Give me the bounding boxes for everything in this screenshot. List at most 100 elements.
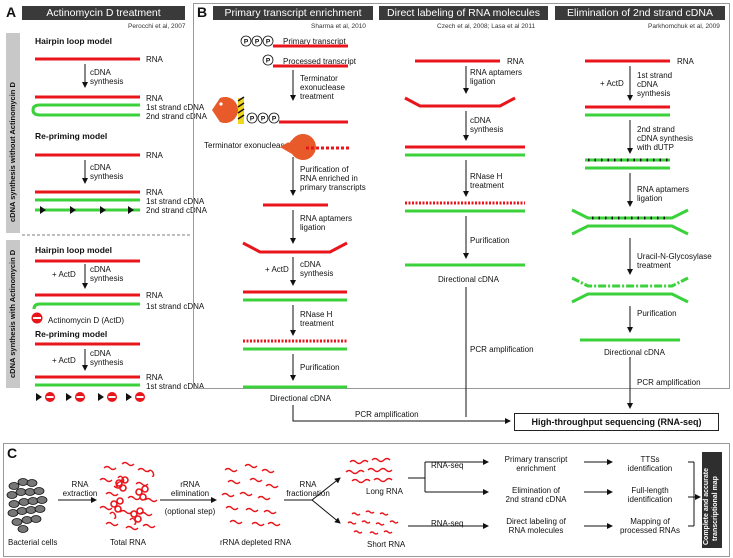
c3-first-2: cDNA (637, 80, 658, 89)
actd-bar-1 (33, 317, 41, 319)
a-cdna-4: cDNA (90, 349, 111, 358)
c2-rna-aptamers (404, 96, 516, 108)
c-out-2a: Full-length (631, 486, 669, 495)
a-repriming-title-2: Re-priming model (35, 329, 108, 339)
a-rna-1: RNA (146, 55, 163, 64)
a-primer-1 (40, 206, 46, 214)
c1-term-2: exonuclease (300, 83, 345, 92)
c1-pur-1: Purification of (300, 165, 349, 174)
panel-c-frame (3, 443, 730, 557)
c-frac-1: RNA (299, 480, 317, 489)
panel-b-frame (193, 3, 730, 389)
c3-first-3: synthesis (637, 89, 671, 98)
a-second-1: 2nd strand cDNA (146, 112, 207, 121)
a-synth-1: synthesis (90, 77, 124, 86)
c-method-2a: Elimination of (511, 486, 561, 495)
a-first-1: 1st strand cDNA (146, 103, 205, 112)
col2-cite: Czech et al, 2008; Lasa et al 2011 (437, 23, 536, 30)
c1-term-1: Terminator (300, 74, 338, 83)
c-method-1b: enrichment (516, 464, 556, 473)
bacteria-cluster (6, 478, 48, 533)
c-out-1a: TTSs (640, 455, 660, 464)
c-method-3b: RNA molecules (508, 526, 564, 535)
c1-cdna-1: cDNA (300, 260, 321, 269)
c1-processed: Processed transcript (283, 57, 356, 66)
c1-directional: Directional cDNA (270, 394, 331, 403)
c1-rnaseh-1: RNase H (300, 310, 333, 319)
c1-rnaseh-2: treatment (300, 319, 334, 328)
c1-pur-2: RNA enriched in (300, 174, 358, 183)
c-rrna-1: rRNA (180, 480, 200, 489)
c3-second-2: cDNA synthesis (637, 134, 694, 143)
c2-rnaseh-2: treatment (470, 181, 504, 190)
c1-purif: Purification (300, 363, 340, 372)
col3-cite: Parkhomchuk et al, 2009 (648, 23, 720, 30)
a-cdna-2: cDNA (90, 163, 111, 172)
a-rna-5: RNA (146, 291, 163, 300)
c-rrna-depleted: rRNA depleted RNA (220, 538, 292, 547)
panel-c-letter: C (7, 445, 18, 461)
c-short-rna: Short RNA (367, 540, 406, 549)
c3-apt-2: ligation (637, 194, 663, 203)
a-repriming-title-1: Re-priming model (35, 131, 108, 141)
c3-first-1: 1st strand (637, 71, 673, 80)
c3-ura-1: Uracil-N-Glycosylase (637, 252, 712, 261)
svg-text:P: P (250, 116, 255, 123)
svg-text:P: P (255, 39, 260, 46)
a-synth-2: synthesis (90, 172, 124, 181)
c3-cleaved-bot (571, 292, 689, 304)
c3-aptamers-top (571, 208, 689, 220)
panel-a-cite: Perocchi et al, 2007 (128, 23, 186, 30)
a-rna-6: RNA (146, 373, 163, 382)
a-primer-3 (100, 206, 106, 214)
col2-header: Direct labeling of RNA molecules (379, 6, 548, 20)
col3-header: Elimination of 2nd strand cDNA (555, 6, 725, 20)
c1-pcr: PCR amplification (355, 410, 419, 419)
c1-pur-3: primary transcripts (300, 183, 366, 192)
a-synth-4: synthesis (90, 358, 124, 367)
depleted-rna-cloud (221, 463, 281, 527)
c3-directional: Directional cDNA (604, 348, 665, 357)
a-synth-3: synthesis (90, 274, 124, 283)
c-bacterial: Bacterial cells (8, 538, 58, 547)
a-rna-3: RNA (146, 151, 163, 160)
a-cdna-1: cDNA (90, 68, 111, 77)
p-group-1: P (262, 54, 274, 66)
a-first-3: 1st strand cDNA (146, 302, 205, 311)
a-primer-7 (98, 393, 104, 401)
a-second-2: 2nd strand cDNA (146, 206, 207, 215)
a-primer-5 (36, 393, 42, 401)
c2-pcr: PCR amplification (470, 345, 534, 354)
final-box (702, 452, 722, 548)
c3-rna: RNA (677, 57, 694, 66)
svg-text:P: P (244, 39, 249, 46)
c1-pcr-path (292, 405, 511, 424)
a-primer-4 (128, 206, 134, 214)
c3-aptamers-bot (571, 224, 689, 236)
c2-rna: RNA (507, 57, 524, 66)
c-long-rna: Long RNA (366, 487, 403, 496)
rrna-clover (110, 476, 149, 523)
c-total-rna: Total RNA (110, 538, 147, 547)
a-primer-2 (70, 206, 76, 214)
c3-actd: + ActD (600, 79, 624, 88)
c2-rnaseh-1: RNase H (470, 172, 503, 181)
c1-primary: Primary transcript (283, 37, 346, 46)
ppp-group-2: P P P (246, 112, 280, 124)
a-primer-6 (66, 393, 72, 401)
c-method-2b: 2nd strand cDNA (505, 495, 567, 504)
c3-purif: Purification (637, 309, 677, 318)
col1-cite: Sharma et al, 2010 (311, 23, 366, 30)
c1-term-exo: Terminator exonuclease (204, 141, 289, 150)
c-rrna-3: (optional step) (164, 507, 216, 516)
c3-second-3: with dUTP (637, 143, 674, 152)
c2-purif: Purification (470, 236, 510, 245)
c2-cdna-2: synthesis (470, 125, 504, 134)
c-rrna-2: elimination (170, 489, 210, 498)
c1-apt-1: RNA aptamers (300, 214, 353, 223)
a-actd-label: Actinomycin D (ActD) (48, 316, 125, 325)
c-frac-branch-up (311, 477, 341, 501)
svg-text:P: P (266, 58, 271, 65)
a-hairpin-cdna-1 (31, 103, 140, 117)
panel-a-header: Actinomycin D treatment (22, 6, 185, 20)
